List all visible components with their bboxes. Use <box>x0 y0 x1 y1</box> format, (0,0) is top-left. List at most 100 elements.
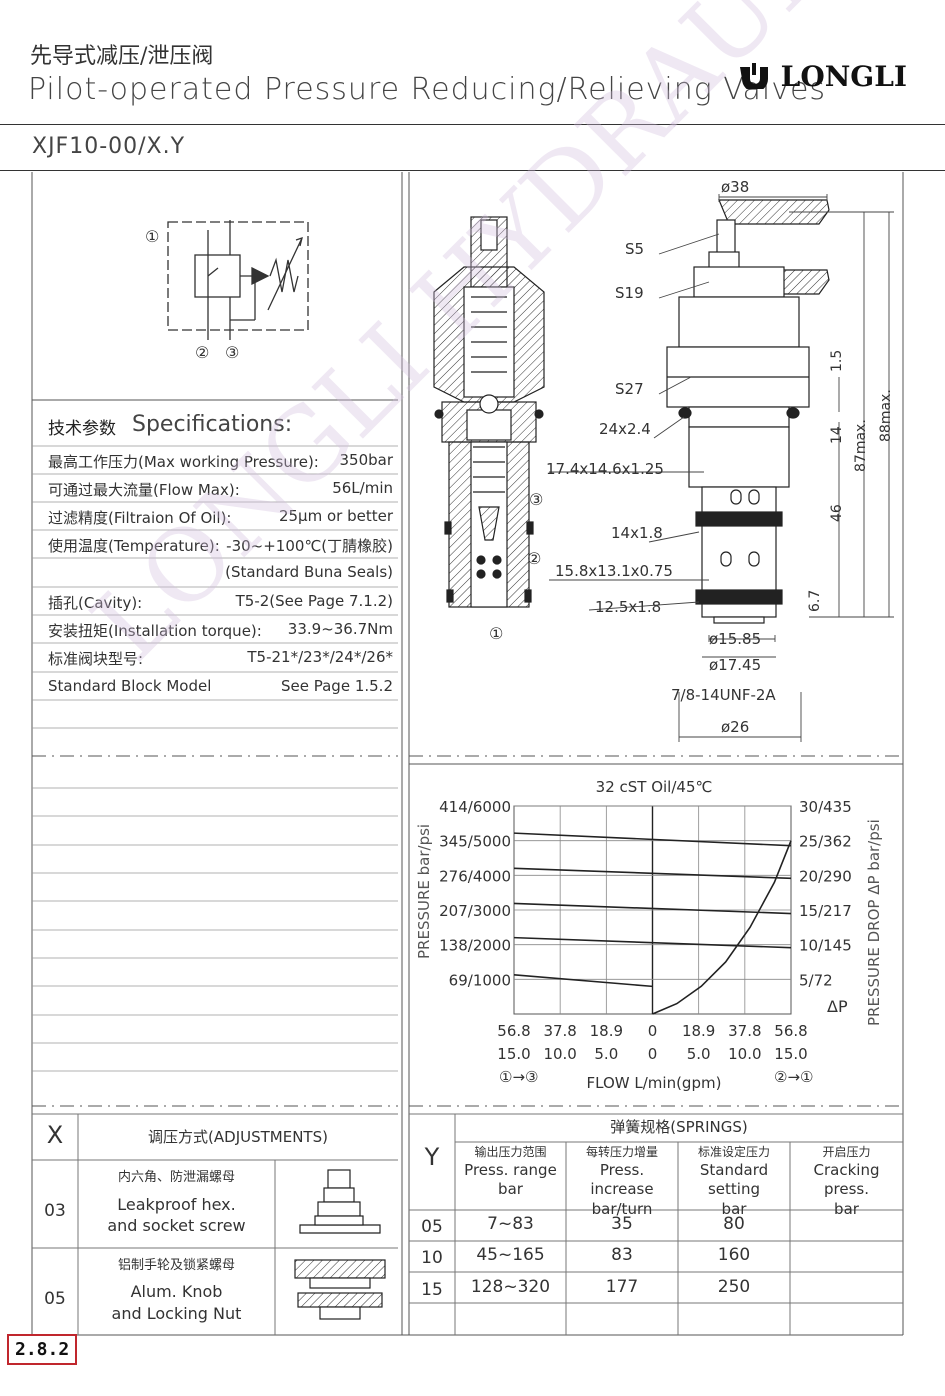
chart-flow-right: ②→① <box>774 1068 813 1086</box>
springs-header: 开启压力 Cracking press. bar <box>790 1145 903 1219</box>
dim-s27: S27 <box>615 380 644 398</box>
drawing-port-3: ③ <box>529 490 543 509</box>
spec-row: 安装扭矩(Installation torque): 33.9~36.7Nm <box>48 620 393 641</box>
chart-y2-tick: 20/290 <box>799 867 852 885</box>
adjust-code: 03 <box>44 1201 66 1221</box>
dim-14: 14 <box>829 426 845 444</box>
spec-label: 使用温度(Temperature): <box>48 537 220 555</box>
chart-series-pressure <box>513 867 792 880</box>
hex-screw-icon <box>299 1169 381 1234</box>
springs-header-cn: 每转压力增量 <box>585 1145 658 1159</box>
chart-x-tick-gpm: 15.0 <box>774 1045 807 1063</box>
spec-value: -30~+100℃(丁腈橡胶) <box>226 537 393 555</box>
dim-oring-14: 14x1.8 <box>611 524 663 542</box>
spring-increase: 35 <box>611 1214 633 1234</box>
dim-d26: ø26 <box>721 718 749 736</box>
dim-d38: ø38 <box>721 178 749 196</box>
dim-oring-24: 24x2.4 <box>599 420 651 438</box>
chart-y-label: PRESSURE bar/psi <box>415 824 433 959</box>
spring-standard: 160 <box>717 1245 751 1265</box>
adjustment-illustrations <box>294 1169 386 1320</box>
chart-x-tick-lpm: 37.8 <box>728 1022 761 1040</box>
spec-value: (Standard Buna Seals) <box>225 563 393 581</box>
dim-s19: S19 <box>615 284 644 302</box>
adjust-title: 调压方式(ADJUSTMENTS) <box>148 1128 328 1146</box>
brand-name: LONGLI <box>780 60 907 93</box>
spring-code: 05 <box>421 1217 443 1237</box>
springs-header-en: Standard setting <box>699 1160 769 1199</box>
specs-title-cn: 技术参数 <box>48 419 116 439</box>
chart-x-tick-lpm: 18.9 <box>590 1022 623 1040</box>
chart-series-pressure <box>513 936 792 949</box>
page-number: 2.8.2 <box>7 1334 78 1365</box>
symbol-port-2: ② <box>195 343 209 360</box>
springs-col-y: Y <box>424 1143 440 1171</box>
springs-header-cn: 标准设定压力 <box>697 1145 770 1159</box>
spec-label: 可通过最大流量(Flow Max): <box>48 481 240 499</box>
springs-header-unit: bar <box>498 1180 523 1199</box>
valve-external-view <box>666 199 830 624</box>
spec-label: 安装扭矩(Installation torque): <box>48 622 262 640</box>
spec-value: 25μm or better <box>278 507 393 525</box>
symbol-port-1: ① <box>145 227 159 246</box>
spring-range: 7~83 <box>487 1214 534 1234</box>
adjust-col-x: X <box>46 1121 64 1149</box>
chart-y2-tick: 15/217 <box>799 902 852 920</box>
chart-flow-left: ①→③ <box>499 1068 538 1086</box>
chart-x-tick-gpm: 10.0 <box>728 1045 761 1063</box>
dim-87max: 87max. <box>853 419 869 472</box>
spec-value: 33.9~36.7Nm <box>287 620 393 638</box>
chart-y2-label: PRESSURE DROP ΔP bar/psi <box>865 819 883 1026</box>
adjust-name-en: Alum. Knob <box>130 1282 223 1301</box>
chart-series-pressure <box>513 832 792 847</box>
chart-y-tick: 414/6000 <box>439 798 511 816</box>
springs-header: 输出压力范围 Press. range bar <box>455 1145 566 1200</box>
springs-header-unit: bar <box>834 1199 859 1218</box>
spec-row: 插孔(Cavity):T5-2(See Page 7.1.2) <box>48 592 393 613</box>
chart-dp-label: ΔP <box>827 997 848 1016</box>
spec-label: 过滤精度(Filtraion Of Oil): <box>48 509 232 527</box>
dim-s5: S5 <box>625 240 644 258</box>
springs-header-en: Cracking press. <box>813 1160 880 1199</box>
chart-y-tick: 69/1000 <box>449 971 511 989</box>
springs-header-en: Press. increase <box>590 1160 654 1199</box>
spring-code: 15 <box>421 1280 443 1300</box>
chart-x-tick-gpm: 15.0 <box>497 1045 530 1063</box>
spec-row: 使用温度(Temperature): -30~+100℃(丁腈橡胶) <box>48 535 393 556</box>
spec-label: 标准阀块型号: <box>48 650 144 668</box>
springs-header-cn: 开启压力 <box>822 1145 871 1159</box>
chart-series-pressure <box>513 902 792 915</box>
drawing-port-1: ① <box>489 624 503 643</box>
spec-row: 最高工作压力(Max working Pressure): 350bar <box>48 451 393 472</box>
chart-x-tick-lpm: 18.9 <box>682 1022 715 1040</box>
spec-row: (Standard Buna Seals) <box>48 563 393 581</box>
brand-mark-icon <box>739 63 768 92</box>
spring-code: 10 <box>421 1248 443 1268</box>
adjust-name-cn: 内六角、防泄漏螺母 <box>117 1170 235 1185</box>
spec-label: 最高工作压力(Max working Pressure): <box>48 453 319 471</box>
performance-chart: 32 cST Oil/45℃ PRESSURE bar/psi PRESSURE… <box>415 778 883 1092</box>
chart-y2-tick: 5/72 <box>799 971 833 989</box>
page-title-cn: 先导式减压/泄压阀 <box>30 44 214 69</box>
drawing-port-2: ② <box>527 549 541 568</box>
spec-value: T5-2(See Page 7.1.2) <box>235 592 393 610</box>
chart-y-tick: 138/2000 <box>439 937 511 955</box>
chart-y-tick: 207/3000 <box>439 902 511 920</box>
specs-title-en: Specifications: <box>132 412 293 437</box>
chart-series-dp <box>652 840 792 1015</box>
spring-standard: 250 <box>717 1277 751 1297</box>
chart-y2-tick: 30/435 <box>799 798 852 816</box>
spring-increase: 177 <box>605 1277 639 1297</box>
adjust-name-cn: 铝制手轮及锁紧螺母 <box>117 1258 235 1273</box>
springs-header: 每转压力增量 Press. increase bar/turn <box>566 1145 678 1219</box>
adjust-name-en: Leakproof hex. <box>117 1195 236 1214</box>
chart-y-tick: 276/4000 <box>439 867 511 885</box>
chart-x-tick-gpm: 5.0 <box>687 1045 711 1063</box>
model-code: XJF10-00/X.Y <box>32 134 186 159</box>
spec-value: 350bar <box>339 451 393 469</box>
springs-header: 标准设定压力 Standard setting bar <box>678 1145 790 1219</box>
dim-d1585: ø15.85 <box>709 630 761 648</box>
dim-oring-158: 15.8x13.1x0.75 <box>555 562 673 580</box>
dim-d1745: ø17.45 <box>709 656 761 674</box>
